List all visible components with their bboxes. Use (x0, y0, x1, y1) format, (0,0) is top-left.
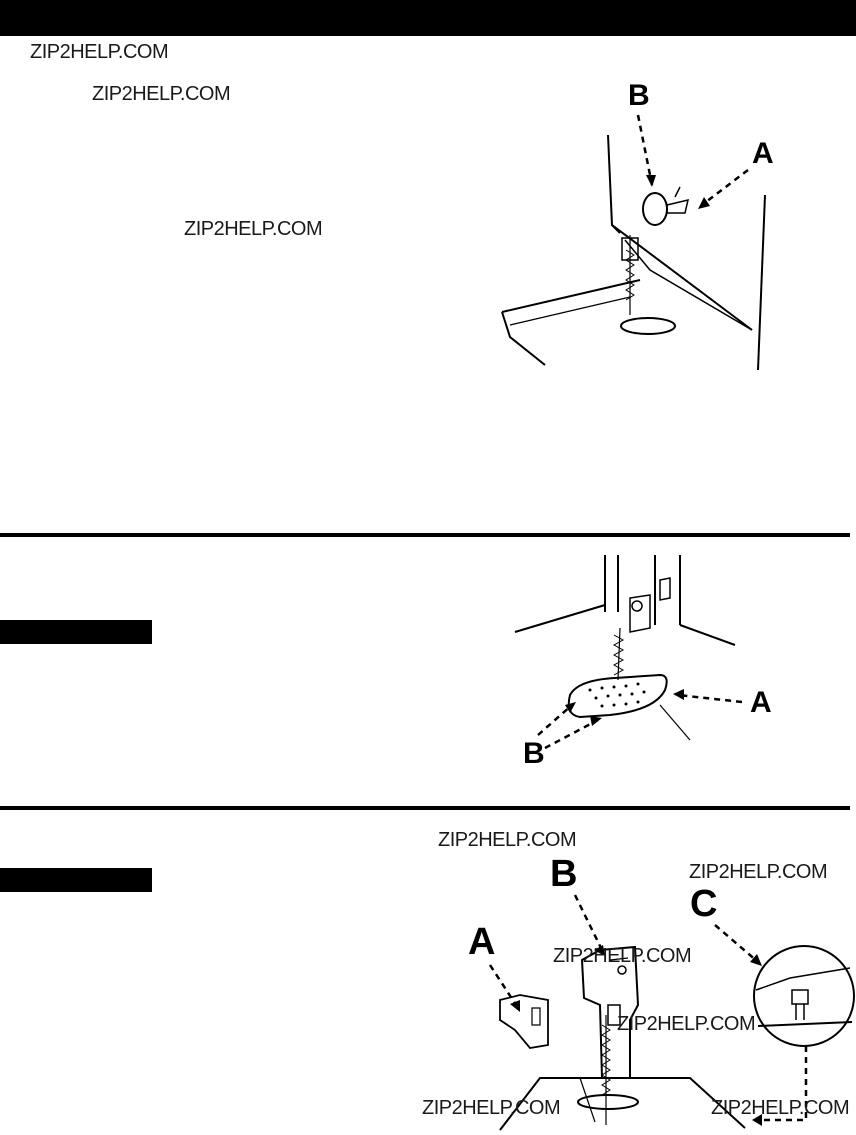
watermark: ZIP2HELP.COM (689, 861, 828, 883)
callout-label: C (690, 883, 717, 925)
watermark: ZIP2HELP.COM (184, 218, 323, 240)
watermark: ZIP2HELP.COM (553, 945, 692, 967)
callout-label: B (523, 737, 545, 770)
heading-bar (0, 620, 152, 644)
watermark: ZIP2HELP.COM (30, 41, 169, 63)
section-divider (0, 806, 850, 810)
figure-3-illustration: A B C (468, 853, 855, 1131)
callout-label: A (750, 686, 772, 719)
figure-2-illustration: A B (514, 555, 772, 770)
watermark: ZIP2HELP.COM (711, 1097, 850, 1119)
callout-label: A (752, 137, 774, 170)
watermark: ZIP2HELP.COM (438, 829, 577, 851)
section-divider (0, 533, 850, 537)
heading-bar (0, 868, 152, 892)
figure-1-illustration: B A (501, 79, 774, 371)
header-bar (0, 0, 856, 36)
watermark: ZIP2HELP.COM (422, 1097, 561, 1119)
callout-label: B (550, 853, 577, 895)
callout-label: B (628, 79, 650, 112)
watermark: ZIP2HELP.COM (92, 83, 231, 105)
watermark: ZIP2HELP.COM (617, 1013, 756, 1035)
callout-label: A (468, 921, 495, 963)
